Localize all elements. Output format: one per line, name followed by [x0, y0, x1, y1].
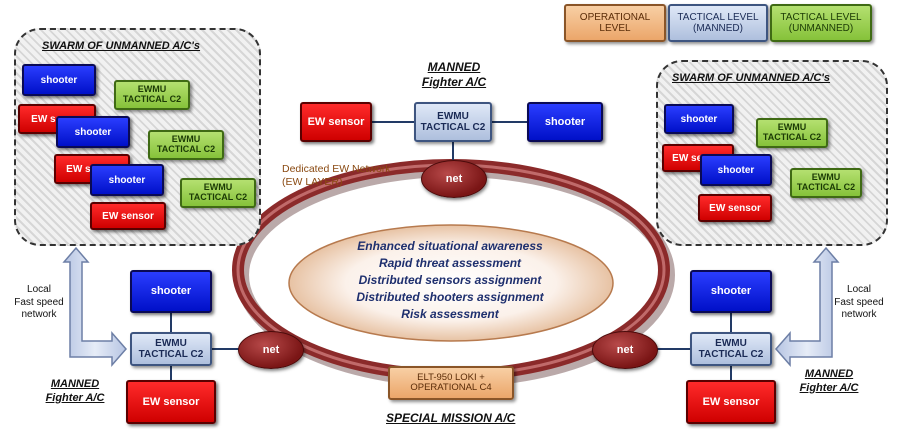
- right-ewmu-tactical: EWMU TACTICAL C2: [690, 332, 772, 366]
- left-local-network-label: Local Fast speed network: [14, 284, 64, 320]
- right-ew-sensor: EW sensor: [686, 380, 776, 424]
- net-node-top: net: [421, 160, 487, 198]
- left-swarm-ewmu-2: EWMU TACTICAL C2: [148, 130, 224, 160]
- special-mission-title: SPECIAL MISSION A/C: [386, 411, 516, 425]
- right-swarm-ewmu-1: EWMU TACTICAL C2: [756, 118, 828, 148]
- left-ew-sensor: EW sensor: [126, 380, 216, 424]
- capability-item: Distributed shooters assignment: [356, 290, 544, 304]
- awareness-ellipse: [288, 224, 614, 342]
- top-manned-title: MANNED Fighter A/C: [421, 60, 487, 89]
- right-swarm-ewmu-2: EWMU TACTICAL C2: [790, 168, 862, 198]
- net-node-right: net: [592, 331, 658, 369]
- left-swarm-shooter-3: shooter: [90, 164, 164, 196]
- capability-item: Rapid threat assessment: [378, 256, 522, 270]
- top-ew-sensor: EW sensor: [300, 102, 372, 142]
- left-manned-title: MANNED Fighter A/C: [45, 378, 105, 404]
- capability-item: Enhanced situational awareness: [357, 239, 543, 253]
- left-swarm-shooter-1: shooter: [22, 64, 96, 96]
- left-swarm-shooter-2: shooter: [56, 116, 130, 148]
- right-swarm-sensor-2: EW sensor: [698, 194, 772, 222]
- legend-tactical-unmanned: TACTICAL LEVEL (UNMANNED): [770, 4, 872, 42]
- net-node-left: net: [238, 331, 304, 369]
- right-swarm-shooter-1: shooter: [664, 104, 734, 134]
- left-local-network-arrow: [62, 246, 127, 367]
- elt-950-loki-box: ELT-950 LOKI + OPERATIONAL C4: [388, 366, 514, 400]
- right-swarm-sensor-1: EW sensor: [662, 144, 734, 172]
- legend-tactical-manned: TACTICAL LEVEL (MANNED): [668, 4, 768, 42]
- left-ewmu-tactical: EWMU TACTICAL C2: [130, 332, 212, 366]
- top-ewmu-tactical: EWMU TACTICAL C2: [414, 102, 492, 142]
- left-shooter: shooter: [130, 270, 212, 313]
- capabilities-list: Enhanced situational awareness Rapid thr…: [290, 238, 610, 323]
- left-swarm-ewmu-1: EWMU TACTICAL C2: [114, 80, 190, 110]
- left-swarm-sensor-3: EW sensor: [90, 202, 166, 230]
- right-shooter: shooter: [690, 270, 772, 313]
- legend-operational-level: OPERATIONAL LEVEL: [564, 4, 666, 42]
- left-swarm-ewmu-3: EWMU TACTICAL C2: [180, 178, 256, 208]
- capability-item: Risk assessment: [401, 307, 499, 321]
- right-manned-title: MANNED Fighter A/C: [799, 368, 859, 394]
- capability-item: Distributed sensors assignment: [358, 273, 542, 287]
- right-swarm-title: SWARM OF UNMANNED A/C's: [672, 72, 831, 84]
- right-local-network-label: Local Fast speed network: [834, 284, 884, 320]
- right-local-network-arrow: [775, 246, 840, 367]
- left-swarm-title: SWARM OF UNMANNED A/C's: [42, 40, 201, 52]
- ew-network-label: Dedicated EW Network (EW LAYER): [282, 163, 391, 188]
- top-shooter: shooter: [527, 102, 603, 142]
- right-swarm-shooter-2: shooter: [700, 154, 772, 186]
